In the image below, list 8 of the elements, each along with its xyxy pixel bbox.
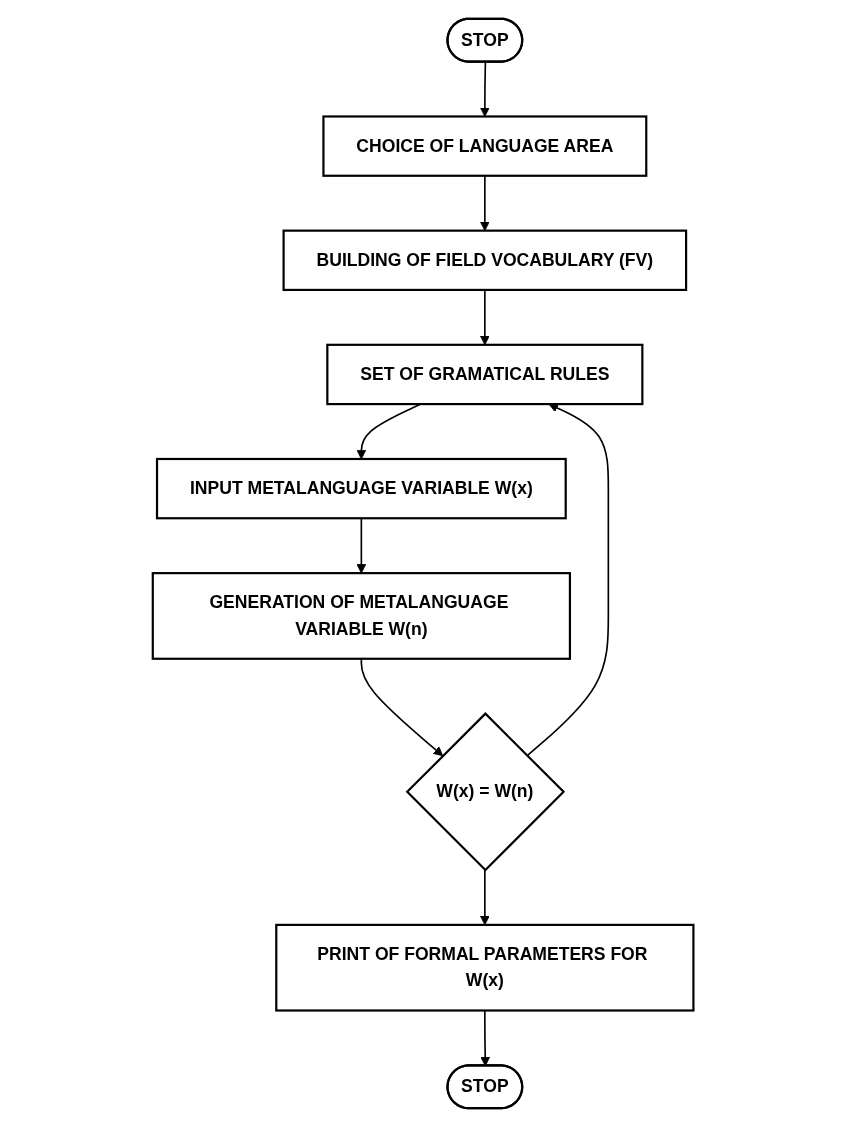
node-diamond: W(x) = W(n) (406, 712, 566, 872)
arrow (480, 61, 491, 117)
node-box: PRINT OF FORMAL PARAMETERS FOR W(x) (275, 923, 695, 1012)
node-box: INPUT METALANGUAGE VARIABLE W(x) (156, 457, 568, 520)
node-box: BUILDING OF FIELD VOCABULARY (FV) (282, 229, 688, 292)
node-box: GENERATION OF METALANGUAGE VARIABLE W(n) (152, 572, 572, 660)
node-box: SET OF GRAMATICAL RULES (326, 343, 644, 406)
node-box: CHOICE OF LANGUAGE AREA (322, 115, 648, 177)
